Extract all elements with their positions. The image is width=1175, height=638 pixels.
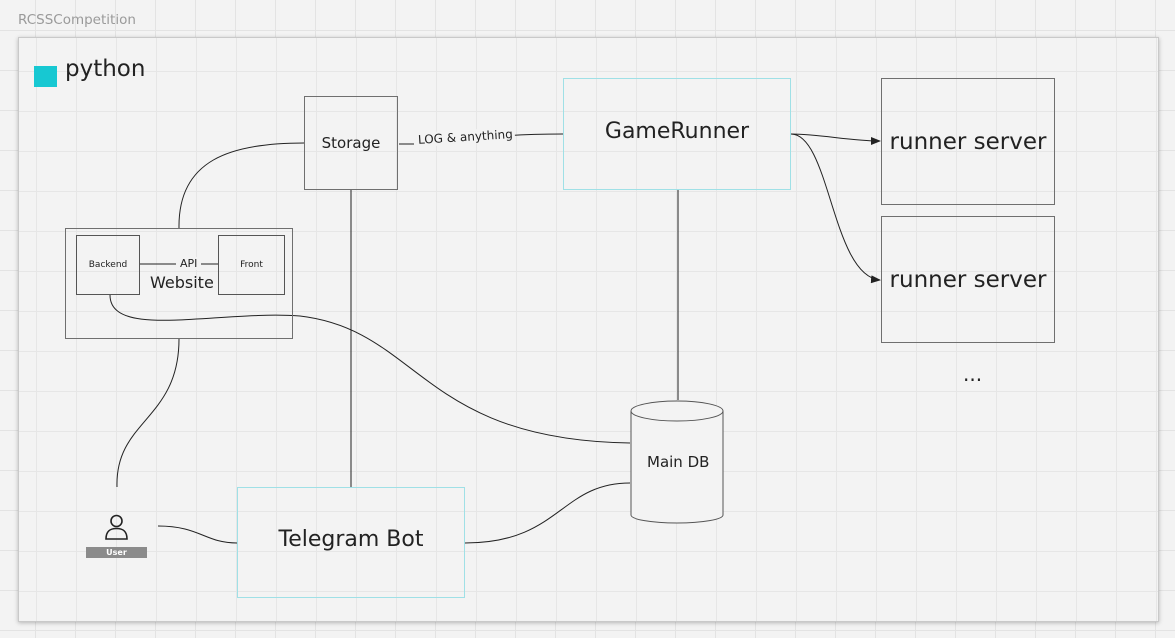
- edge-backend-maindb: [109, 294, 631, 444]
- board-title: RCSSCompetition: [18, 12, 136, 28]
- main-db-cylinder: [630, 400, 724, 524]
- runner-server-node-2[interactable]: runner server: [881, 216, 1055, 343]
- main-db-label: Main DB: [647, 453, 710, 471]
- gamerunner-node[interactable]: GameRunner: [563, 78, 791, 190]
- backend-node[interactable]: Backend: [76, 235, 140, 295]
- front-label: Front: [240, 260, 263, 270]
- edge-gamerunner-runner1: [790, 133, 881, 145]
- edge-user-telegram: [157, 525, 238, 544]
- backend-label: Backend: [88, 260, 128, 270]
- runner-server-label-2: runner server: [889, 266, 1047, 293]
- diagram-frame[interactable]: [18, 37, 1159, 622]
- gamerunner-label: GameRunner: [604, 118, 750, 144]
- edge-website-user: [116, 338, 180, 488]
- legend-swatch: [34, 66, 57, 87]
- runner-server-node-1[interactable]: runner server: [881, 78, 1055, 205]
- edge-storage-website: [178, 142, 305, 229]
- more-servers-ellipsis: ...: [963, 362, 983, 386]
- website-label: Website: [150, 273, 214, 292]
- user-icon[interactable]: [103, 513, 130, 541]
- edge-telegram-maindb: [464, 482, 631, 544]
- front-node[interactable]: Front: [218, 235, 285, 295]
- telegram-bot-node[interactable]: Telegram Bot: [237, 487, 465, 598]
- legend-label: python: [65, 56, 146, 82]
- telegram-bot-label: Telegram Bot: [278, 527, 424, 552]
- user-label: User: [86, 547, 147, 558]
- storage-node[interactable]: Storage: [304, 96, 398, 190]
- edge-label-api: API: [178, 257, 200, 270]
- edge-gamerunner-runner2: [790, 133, 881, 284]
- runner-server-label-1: runner server: [889, 128, 1047, 155]
- storage-label: Storage: [321, 134, 381, 152]
- website-node[interactable]: [65, 228, 293, 339]
